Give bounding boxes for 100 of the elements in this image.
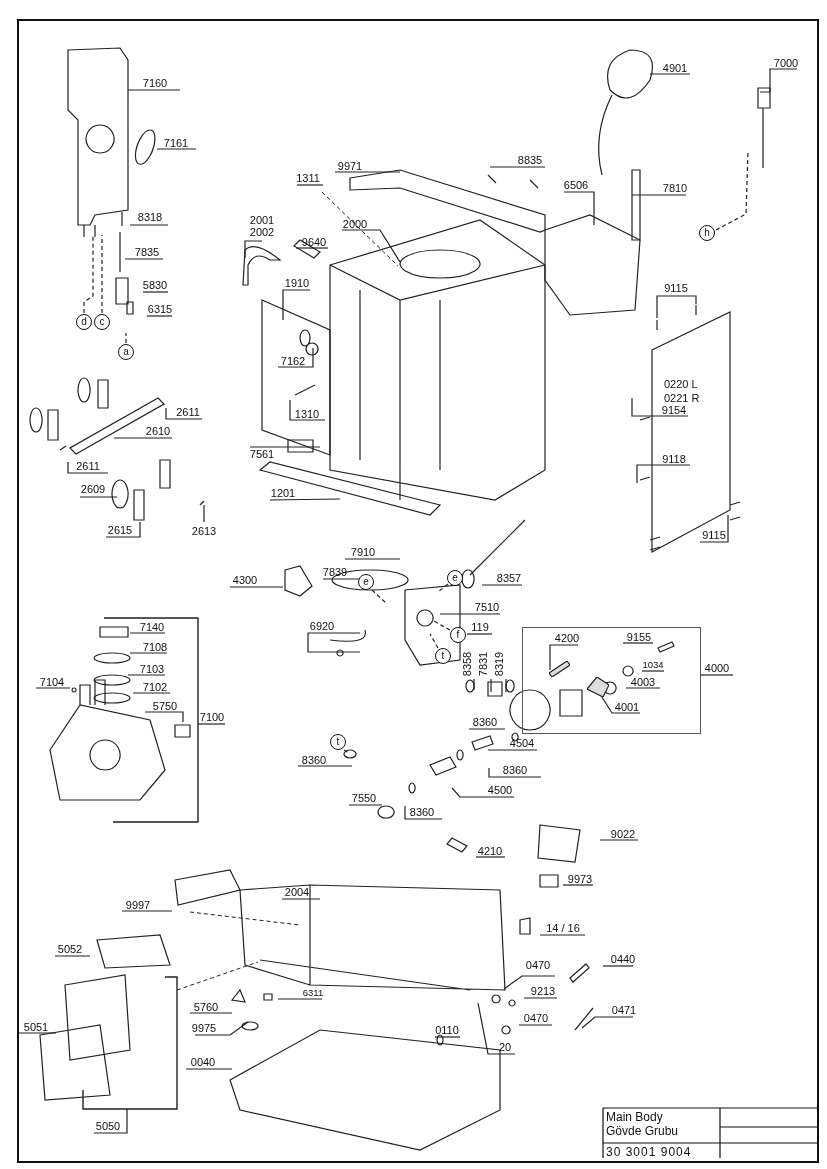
leader-line — [466, 633, 493, 635]
leader-line — [146, 315, 173, 317]
leader-line — [562, 884, 594, 886]
leader-line — [334, 171, 401, 173]
callout-number: 2000 — [342, 218, 368, 230]
callout-number: 2001 — [249, 214, 275, 226]
callout-number: 9973 — [567, 873, 593, 885]
leader-line — [197, 723, 226, 725]
leader-line — [549, 644, 579, 671]
leader-line — [636, 464, 691, 484]
callout-number: 2613 — [191, 525, 217, 537]
callout-number: 119 — [471, 621, 489, 633]
callout-number: 0110 — [435, 1024, 459, 1036]
callout-number: 5830 — [142, 279, 168, 291]
callout-number: 4210 — [477, 845, 503, 857]
callout-number: 4200 — [554, 632, 580, 644]
callout-number: 9022 — [610, 828, 636, 840]
leader-line — [129, 652, 168, 654]
leader-line — [599, 839, 639, 841]
group-frame — [522, 627, 701, 734]
leader-line — [477, 1002, 516, 1055]
callout-number: 9213 — [530, 985, 556, 997]
title-block-cell: Main Body — [606, 1110, 663, 1124]
leader-line — [488, 767, 542, 778]
callout-number: 4003 — [630, 676, 656, 688]
leader-line — [277, 998, 323, 1000]
callout-number: 5051 — [23, 1021, 49, 1033]
circled-letter: c — [94, 314, 110, 330]
leader-line — [649, 73, 691, 75]
callout-number: 9155 — [626, 631, 652, 643]
leader-line — [641, 670, 665, 672]
callout-number: 9997 — [125, 899, 151, 911]
callout-number: 6311 — [302, 987, 324, 999]
callout-number: 6506 — [563, 179, 589, 191]
leader-line — [404, 805, 443, 820]
leader-line — [79, 496, 118, 498]
circled-letter: e — [358, 574, 374, 590]
callout-number: 4300 — [232, 574, 258, 586]
callout-number: 7810 — [662, 182, 688, 194]
leader-line — [503, 975, 556, 990]
callout-number: 0471 — [611, 1004, 637, 1016]
leader-line — [473, 678, 475, 691]
leader-line — [124, 258, 164, 260]
dashed-leader-line — [429, 633, 439, 649]
callout-number: 2610 — [145, 425, 171, 437]
callout-number: 2615 — [107, 524, 133, 536]
leader-line — [602, 965, 634, 967]
leader-line — [656, 295, 697, 319]
leader-line — [699, 514, 729, 543]
callout-number: 9640 — [301, 236, 327, 248]
callout-number: 2609 — [80, 483, 106, 495]
callout-number: 5050 — [95, 1120, 121, 1132]
dashed-leader-line — [125, 332, 127, 344]
leader-line — [289, 399, 326, 421]
leader-line — [468, 728, 506, 730]
leader-line — [344, 558, 401, 560]
leader-line — [277, 347, 314, 368]
leader-line — [451, 787, 515, 798]
leader-line — [523, 997, 558, 999]
leader-line — [700, 674, 734, 676]
callout-number: 5750 — [152, 700, 178, 712]
leader-line — [295, 247, 329, 249]
callout-number: 7550 — [351, 792, 377, 804]
leader-line — [322, 578, 360, 580]
callout-number: 9975 — [191, 1022, 217, 1034]
callout-number: 14 / 16 — [546, 922, 580, 934]
impeller-drawing — [587, 677, 609, 697]
leader-line — [127, 674, 166, 676]
callout-number: 8360 — [409, 806, 435, 818]
leader-line — [759, 68, 798, 93]
part-note: 0220 L — [664, 378, 698, 390]
callout-number: 7835 — [134, 246, 160, 258]
callout-number: 7140 — [139, 621, 165, 633]
callout-number: 7100 — [199, 711, 225, 723]
callout-number: 4901 — [662, 62, 688, 74]
leader-line — [539, 934, 586, 936]
leader-line — [269, 498, 341, 501]
leader-line — [505, 678, 507, 693]
leader-line — [144, 711, 184, 723]
leader-line — [563, 191, 595, 226]
callout-number: 0470 — [525, 959, 551, 971]
leader-line — [156, 148, 197, 150]
leader-line — [631, 397, 689, 417]
leader-line — [475, 856, 506, 858]
leader-line — [631, 194, 687, 196]
leader-line — [489, 166, 546, 168]
callout-number: 1311 — [296, 172, 320, 184]
callout-number: 1034 — [642, 659, 664, 671]
leader-line — [297, 765, 353, 767]
leader-line — [121, 910, 173, 912]
callout-number: 4504 — [509, 737, 535, 749]
circled-letter: t — [435, 648, 451, 664]
callout-number: 8360 — [301, 754, 327, 766]
leader-line — [132, 692, 171, 694]
dashed-leader-line — [371, 589, 387, 604]
callout-number: 1910 — [284, 277, 310, 289]
callout-number: 7910 — [350, 546, 376, 558]
callout-number: 4000 — [704, 662, 730, 674]
callout-number: 0040 — [190, 1056, 216, 1068]
leader-line — [113, 437, 173, 439]
